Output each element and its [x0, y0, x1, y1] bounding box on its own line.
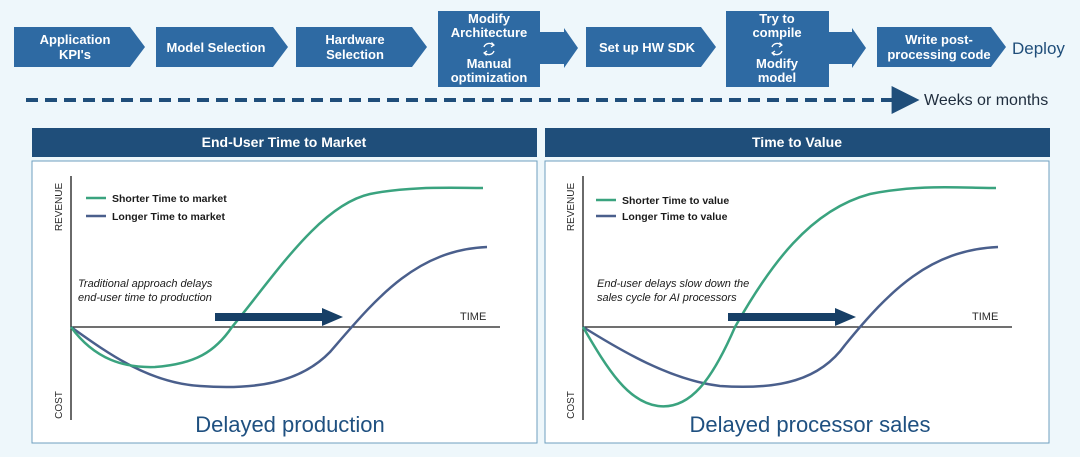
process-step-try-to-compile: Try to compile Modify model — [726, 11, 866, 87]
annotation-line: End-user delays slow down the — [597, 278, 749, 290]
step-label-line: Selection — [326, 47, 384, 62]
step-shape — [586, 27, 716, 67]
refresh-cycle-icon — [483, 42, 495, 56]
step-label-line: processing code — [887, 47, 990, 62]
panel-title: Time to Value — [752, 134, 842, 150]
y-axis-label-bottom: COST — [54, 391, 65, 419]
step-arrow — [829, 28, 866, 68]
y-axis-label-bottom: COST — [566, 391, 577, 419]
process-step-hardware-selection: Hardware Selection — [296, 27, 427, 67]
curve-longer-time — [582, 245, 999, 389]
step-shape — [14, 27, 145, 67]
step-label-line: Model Selection — [167, 40, 266, 55]
y-axis-label-top: REVENUE — [566, 183, 577, 232]
annotation-line: end-user time to production — [78, 292, 212, 304]
step-label-line: optimization — [451, 70, 528, 85]
panel-header-bar — [32, 128, 537, 157]
step-label-line: Set up HW SDK — [599, 40, 696, 55]
step-arrow — [540, 28, 578, 68]
legend-label: Shorter Time to market — [112, 193, 227, 205]
step-label-line: Hardware — [325, 32, 384, 47]
step-shape — [156, 27, 288, 67]
panel-title: End-User Time to Market — [202, 134, 367, 150]
panel-time-to-value: Time to Value REVENUE COST TIME Shorter … — [544, 128, 1050, 444]
x-axis-label: TIME — [460, 311, 486, 323]
step-label-line: Try to — [759, 11, 794, 26]
step-label-line: Modify — [756, 56, 799, 71]
step-label-line: compile — [752, 25, 801, 40]
x-axis-label: TIME — [972, 311, 998, 323]
legend-label: Longer Time to value — [622, 211, 728, 223]
step-shape — [877, 27, 1006, 67]
step-label-line: Modify — [468, 11, 511, 26]
step-label-line: KPI's — [59, 47, 91, 62]
process-step-modify-architecture: Modify Architecture Manual optimization — [438, 11, 578, 87]
step-box — [726, 11, 829, 87]
legend-label: Longer Time to market — [112, 211, 226, 223]
y-axis-label-top: REVENUE — [54, 183, 65, 232]
step-shape — [296, 27, 427, 67]
legend-label: Shorter Time to value — [622, 195, 729, 207]
annotation-line: sales cycle for AI processors — [597, 292, 737, 304]
panel-header-bar — [545, 128, 1050, 157]
panel-frame — [544, 160, 1050, 444]
process-step-model-selection: Model Selection — [156, 27, 288, 67]
process-flow: Application KPI's Model Selection Hardwa… — [14, 11, 1065, 114]
panel-caption: Delayed production — [195, 412, 385, 437]
process-step-write-post-processing: Write post- processing code — [877, 27, 1006, 67]
panel-frame — [31, 160, 538, 444]
process-step-application-kpis: Application KPI's — [14, 27, 145, 67]
refresh-cycle-icon — [771, 42, 783, 56]
process-step-set-up-hw-sdk: Set up HW SDK — [586, 27, 716, 67]
curve-shorter-time — [69, 186, 484, 369]
step-label-line: Write post- — [905, 32, 973, 47]
panel-caption: Delayed processor sales — [690, 412, 931, 437]
step-label-line: Manual — [467, 56, 512, 71]
step-label-line: Architecture — [451, 25, 528, 40]
step-label-line: Application — [40, 32, 111, 47]
timeline-label: Weeks or months — [924, 92, 1048, 109]
delay-arrow — [728, 308, 856, 326]
panel-time-to-market: End-User Time to Market REVENUE COST TIM… — [31, 128, 538, 444]
step-box — [438, 11, 540, 87]
step-label-line: model — [758, 70, 796, 85]
deploy-label: Deploy — [1012, 39, 1065, 58]
annotation-line: Traditional approach delays — [78, 278, 213, 290]
delay-arrow — [215, 308, 343, 326]
